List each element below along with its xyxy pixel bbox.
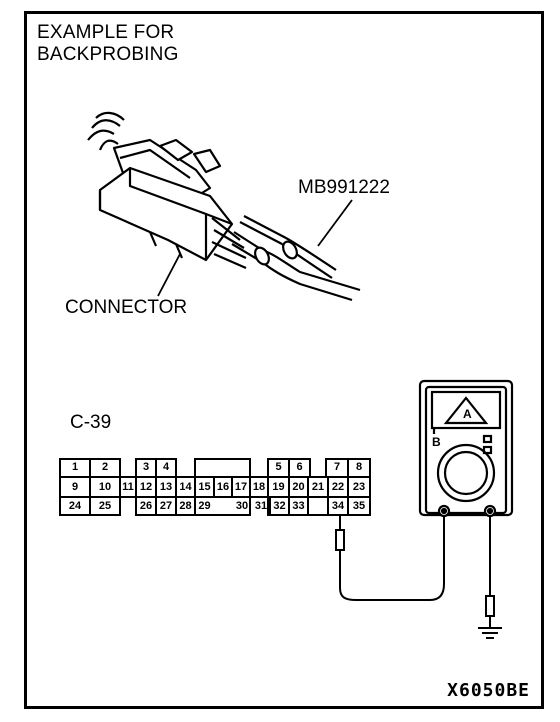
pin-32: 32 — [273, 500, 286, 512]
pin-9: 9 — [71, 481, 79, 493]
pin-33: 33 — [292, 500, 305, 512]
connector-id-label: C-39 — [70, 412, 112, 433]
figure-title: EXAMPLE FOR BACKPROBING — [37, 22, 179, 66]
pin-26: 26 — [139, 500, 153, 512]
pin-30: 30 — [235, 500, 249, 512]
pin-34: 34 — [331, 500, 345, 512]
pin-35: 35 — [352, 500, 366, 512]
pin-24: 24 — [68, 500, 82, 512]
pin-18: 18 — [252, 481, 266, 493]
pin-11: 11 — [122, 481, 134, 493]
pin-6: 6 — [296, 461, 303, 473]
pin-10: 10 — [98, 481, 112, 493]
pin-31: 31 — [254, 500, 268, 512]
pin-22: 22 — [331, 481, 345, 493]
figure-frame — [24, 11, 544, 709]
pin-4: 4 — [162, 461, 170, 473]
pin-7: 7 — [333, 461, 341, 473]
pin-16: 16 — [216, 481, 230, 493]
pin-8: 8 — [355, 461, 363, 473]
pin-3: 3 — [142, 461, 150, 473]
pin-28: 28 — [179, 500, 192, 512]
pin-15: 15 — [198, 481, 211, 493]
title-line-2: BACKPROBING — [37, 44, 179, 65]
pin-25: 25 — [98, 500, 112, 512]
pin-13: 13 — [159, 481, 173, 493]
pin-2: 2 — [101, 461, 109, 473]
multimeter — [418, 379, 514, 518]
pin-21: 21 — [311, 481, 325, 493]
pin-19: 19 — [272, 481, 285, 493]
connector-illustration — [87, 111, 361, 302]
pin-14: 14 — [179, 481, 192, 493]
pin-1: 1 — [71, 461, 79, 473]
title-line-1: EXAMPLE FOR — [37, 22, 175, 43]
pin-17: 17 — [234, 481, 248, 493]
pin-23: 23 — [352, 481, 366, 493]
connector-label: CONNECTOR — [65, 297, 188, 318]
connector-pin-grid — [59, 458, 371, 516]
meter-display-symbol: A — [463, 407, 472, 421]
pin-5: 5 — [275, 461, 282, 473]
figure-code: X6050BE — [447, 680, 530, 701]
ground-lead — [478, 516, 502, 639]
meter-terminal-label: B — [432, 435, 441, 449]
pin-27: 27 — [159, 500, 173, 512]
pin-20: 20 — [292, 481, 305, 493]
probe-lead-pin34 — [335, 515, 445, 601]
tool-label: MB991222 — [298, 177, 390, 198]
pin-12: 12 — [139, 481, 153, 493]
pin-29: 29 — [198, 500, 211, 512]
